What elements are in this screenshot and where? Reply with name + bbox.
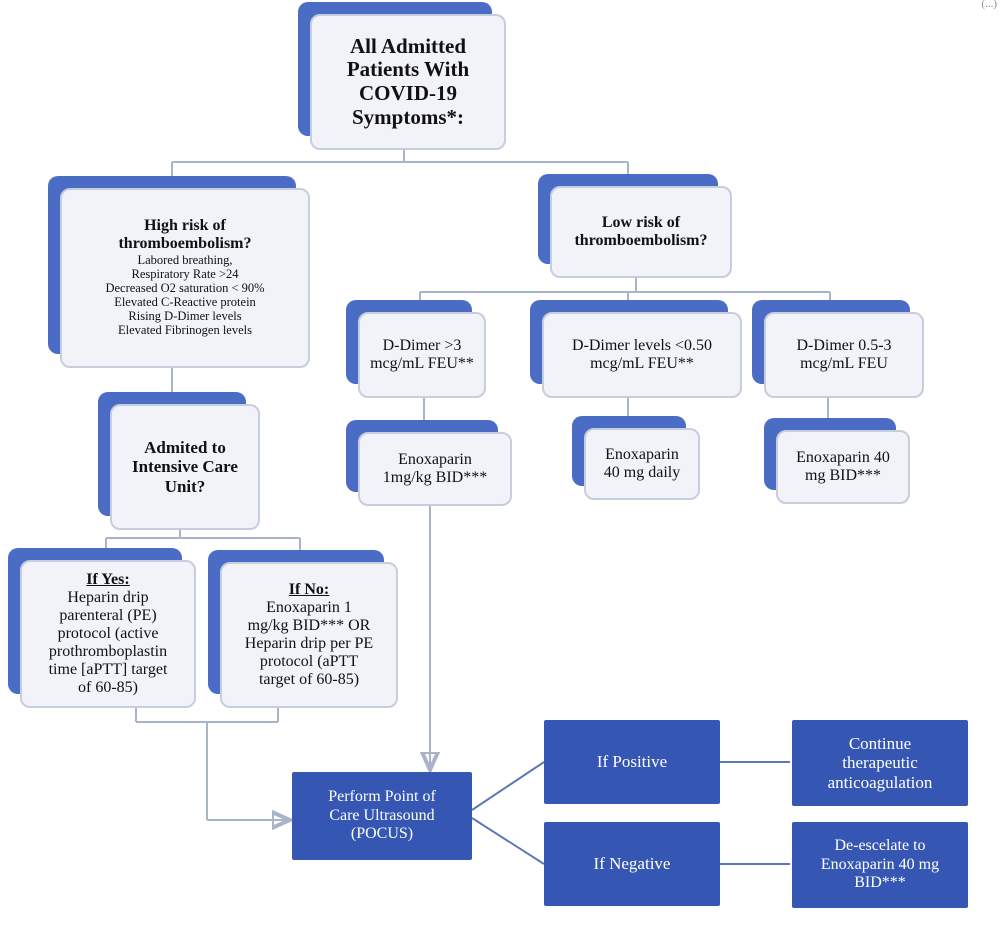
- if-no-heading: If No:: [288, 581, 330, 599]
- continue-line: Continue: [848, 733, 912, 753]
- root-line: Symptoms*:: [351, 104, 464, 129]
- if-yes-line: Heparin drip: [67, 589, 149, 607]
- high-risk-criterion: Labored breathing,: [137, 252, 233, 267]
- if-no-line: Heparin drip per PE: [244, 635, 374, 652]
- if-no-line: mg/kg BID*** OR: [247, 617, 371, 635]
- high-risk-criterion: Respiratory Rate >24: [131, 266, 239, 281]
- ddimer-low-box: D-Dimer levels <0.50 mcg/mL FEU**: [530, 300, 742, 398]
- continue-line: anticoagulation: [827, 772, 933, 792]
- if-positive-box: If Positive: [544, 720, 720, 804]
- deescalate-box: De-escelate to Enoxaparin 40 mg BID***: [792, 822, 968, 908]
- root-line: COVID-19: [359, 81, 457, 105]
- high-risk-criterion: Elevated C-Reactive protein: [114, 294, 256, 309]
- if-yes-line: protocol (active: [57, 625, 159, 643]
- icu-line: Unit?: [164, 476, 206, 496]
- high-risk-criterion: Elevated Fibrinogen levels: [118, 322, 252, 337]
- pocus-line: Care Ultrasound: [329, 806, 435, 824]
- pocus-line: Perform Point of: [328, 788, 436, 806]
- connector-pocus-negative: [471, 817, 545, 865]
- high-risk-title: thromboembolism?: [118, 235, 252, 252]
- icu-line: Admited to: [144, 438, 226, 458]
- enox-1mg-line: 1mg/kg BID***: [382, 469, 488, 486]
- deescalate-line: Enoxaparin 40 mg: [820, 855, 940, 873]
- pocus-line: (POCUS): [350, 825, 414, 843]
- icu-line: Intensive Care: [132, 457, 238, 477]
- if-positive-label: If Positive: [596, 752, 668, 772]
- ddimer-mid-box: D-Dimer 0.5-3 mcg/mL FEU: [752, 300, 924, 398]
- deescalate-line: BID***: [854, 874, 906, 892]
- if-yes-heading: If Yes:: [86, 571, 130, 589]
- if-negative-label: If Negative: [593, 854, 671, 874]
- ddimer-low-line: D-Dimer levels <0.50: [571, 337, 713, 355]
- continue-line: therapeutic: [842, 753, 918, 773]
- root-box: All Admitted Patients With COVID-19 Symp…: [298, 2, 506, 150]
- ddimer-mid-line: D-Dimer 0.5-3: [796, 337, 892, 355]
- if-negative-box: If Negative: [544, 822, 720, 906]
- ddimer-low-line: mcg/mL FEU**: [590, 355, 694, 372]
- ddimer-high-line: D-Dimer >3: [382, 337, 462, 355]
- ddimer-high-box: D-Dimer >3 mcg/mL FEU**: [346, 300, 486, 398]
- if-no-line: protocol (aPTT: [259, 652, 359, 670]
- root-line: All Admitted: [349, 33, 467, 58]
- deescalate-line: De-escelate to: [834, 837, 926, 855]
- if-no-line: Enoxaparin 1: [266, 599, 352, 617]
- low-risk-line: thromboembolism?: [574, 232, 708, 249]
- low-risk-box: Low risk of thromboembolism?: [538, 174, 732, 278]
- continue-box: Continue therapeutic anticoagulation: [792, 720, 968, 806]
- if-no-box: If No: Enoxaparin 1 mg/kg BID*** OR Hepa…: [208, 550, 398, 708]
- if-yes-box: If Yes: Heparin drip parenteral (PE) pro…: [8, 548, 196, 708]
- low-risk-line: Low risk of: [601, 214, 681, 232]
- enox-40-bid-line: Enoxaparin 40: [796, 449, 890, 467]
- enox-1mg-line: Enoxaparin: [398, 451, 472, 469]
- ddimer-high-line: mcg/mL FEU**: [370, 355, 474, 372]
- enox-40-daily-line: 40 mg daily: [603, 464, 681, 481]
- enox-40-bid-line: mg BID***: [805, 467, 881, 484]
- if-yes-line: of 60-85): [78, 678, 138, 696]
- root-line: Patients With: [346, 57, 470, 82]
- high-risk-criterion: Decreased O2 saturation < 90%: [105, 280, 265, 295]
- high-risk-criterion: Rising D-Dimer levels: [128, 308, 242, 323]
- enox-1mg-box: Enoxaparin 1mg/kg BID***: [346, 420, 512, 506]
- pocus-box: Perform Point of Care Ultrasound (POCUS): [292, 772, 472, 860]
- if-yes-line: parenteral (PE): [59, 607, 157, 625]
- icu-box: Admited to Intensive Care Unit?: [98, 392, 260, 530]
- enox-40-daily-line: Enoxaparin: [605, 446, 679, 464]
- enox-40-daily-box: Enoxaparin 40 mg daily: [572, 416, 700, 500]
- high-risk-title: High risk of: [144, 217, 226, 235]
- corner-mark: (...): [981, 0, 997, 10]
- if-no-line: target of 60-85): [258, 670, 360, 688]
- enox-40-bid-box: Enoxaparin 40 mg BID***: [764, 418, 910, 504]
- if-yes-line: prothromboplastin: [48, 642, 168, 660]
- ddimer-mid-line: mcg/mL FEU: [800, 355, 888, 372]
- connector-pocus-positive: [471, 761, 545, 811]
- high-risk-box: High risk of thromboembolism? Labored br…: [48, 176, 310, 368]
- if-yes-line: time [aPTT] target: [48, 660, 168, 678]
